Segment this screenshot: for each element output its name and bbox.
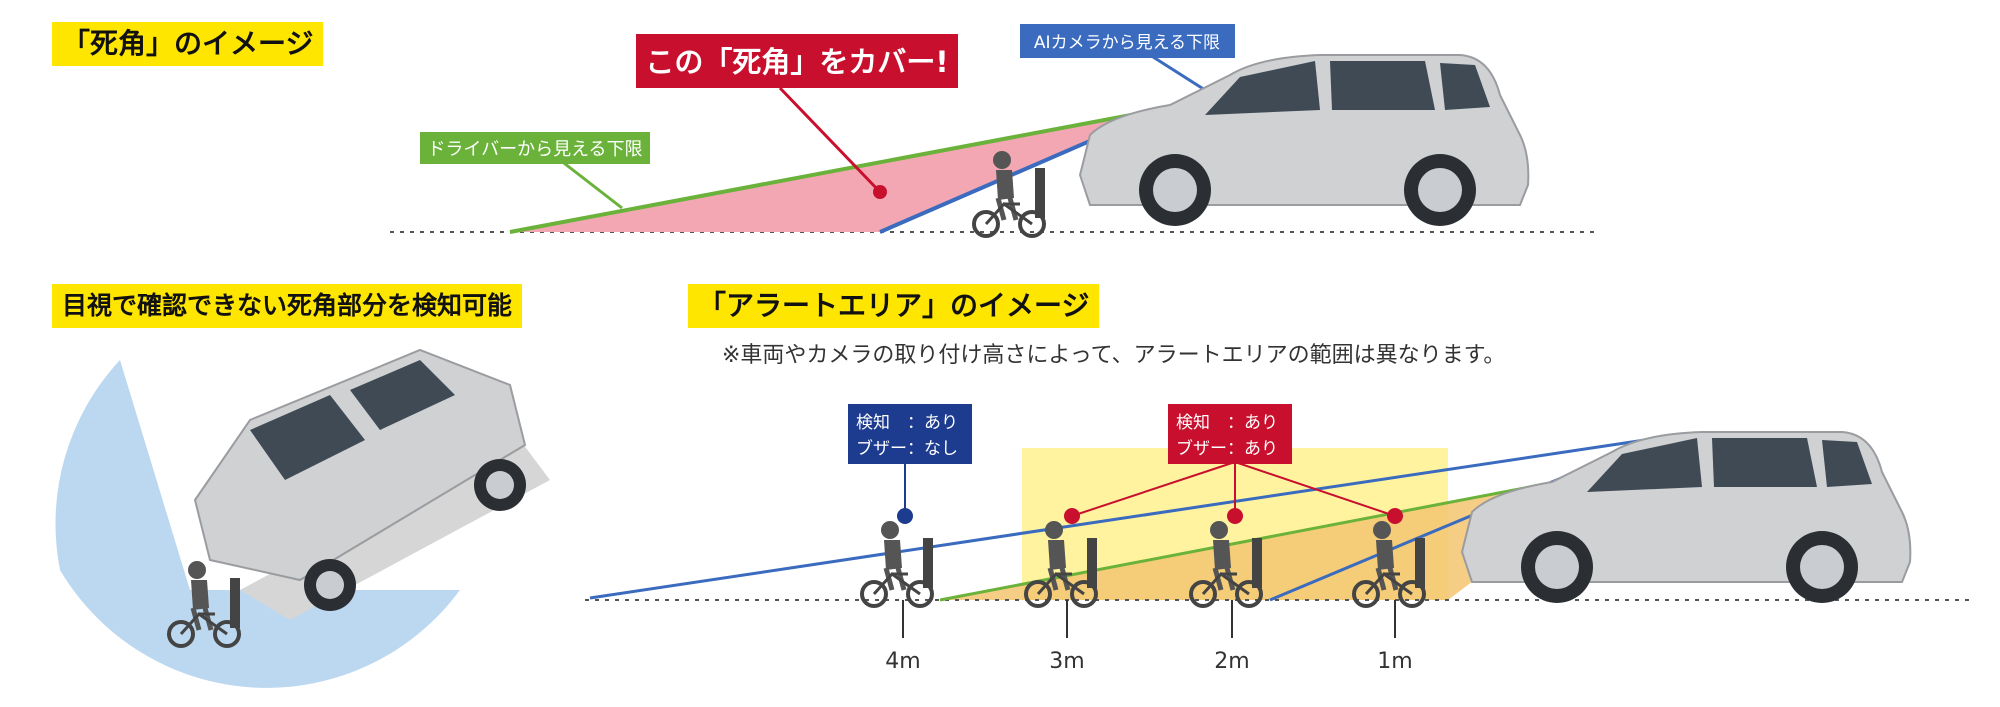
- detect-dot-4m: [897, 508, 913, 524]
- distance-markers: 4m 3m 2m 1m: [885, 600, 1412, 674]
- driver-label-leader: [560, 160, 622, 208]
- distance-label-3m: 3m: [1049, 649, 1084, 674]
- status-red-line2: ブザー：あり: [1176, 438, 1278, 459]
- callout-dot: [873, 185, 887, 199]
- camera-label-leader: [1150, 55, 1205, 90]
- distance-label-1m: 1m: [1377, 649, 1412, 674]
- driver-label: ドライバーから見える下限: [427, 139, 642, 160]
- status-red-line1: 検知 ：あり: [1176, 413, 1278, 433]
- top-heading: 「死角」のイメージ: [52, 22, 323, 66]
- alert-dot-2m: [1227, 508, 1243, 524]
- top-section: ドライバーから見える下限 AIカメラから見える下限 この「死角」をカバー!: [390, 24, 1600, 236]
- alert-range-note: ※車両やカメラの取り付け高さによって、アラートエリアの範囲は異なります。: [722, 337, 1505, 369]
- alert-dot-3m: [1064, 508, 1080, 524]
- status-blue-line1: 検知 ：あり: [856, 413, 958, 433]
- bottom-heading: 「アラートエリア」のイメージ: [688, 284, 1099, 328]
- distance-label-4m: 4m: [885, 649, 920, 674]
- bottom-section: 4m 3m 2m 1m 検知 ：あり ブザー：なし 検知 ：あり ブザー：あり: [585, 404, 1970, 674]
- left-section: [55, 350, 550, 688]
- callout-text: この「死角」をカバー!: [645, 45, 948, 79]
- status-blue-line2: ブザー：なし: [856, 438, 958, 459]
- camera-label: AIカメラから見える下限: [1034, 33, 1220, 53]
- distance-label-2m: 2m: [1214, 649, 1249, 674]
- child-bike-4m: [862, 521, 933, 606]
- alert-dot-1m: [1387, 508, 1403, 524]
- top-car: [1080, 55, 1528, 226]
- left-heading: 目視で確認できない死角部分を検知可能: [52, 284, 522, 328]
